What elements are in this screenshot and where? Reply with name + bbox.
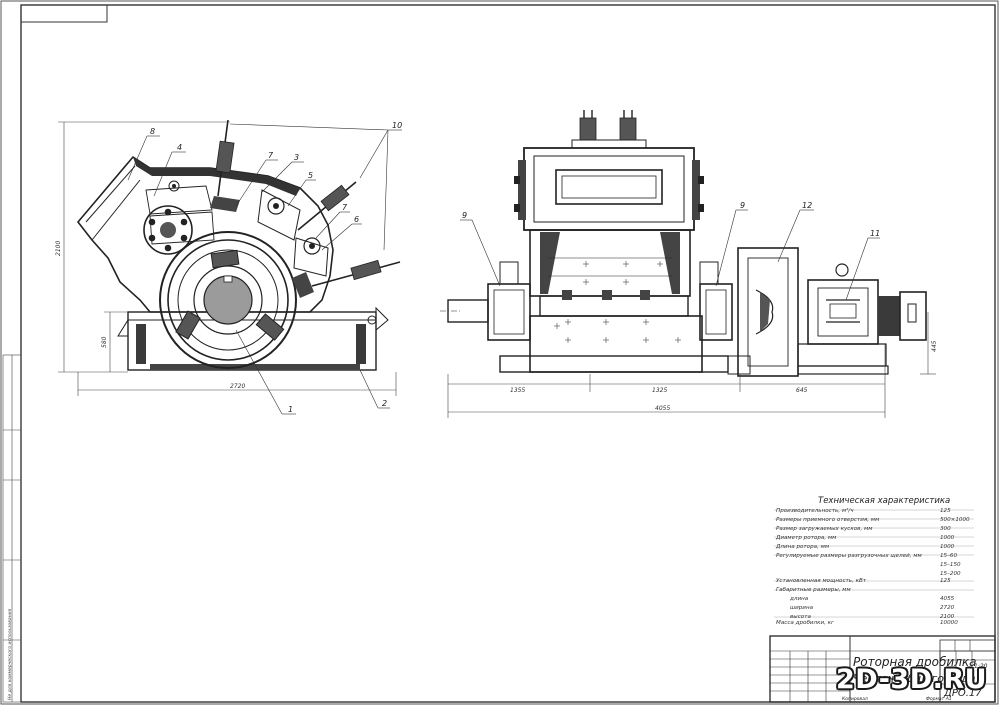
title-block-code: ДРО.17 [944, 688, 982, 699]
spec-row-value: 500×1000 [940, 517, 970, 523]
spec-row-value: 15–200 [940, 571, 961, 577]
dim-front-right: 645 [796, 387, 808, 394]
callout-6: 6 [354, 215, 359, 224]
spec-row-value: 125 [940, 578, 951, 584]
callout-12: 12 [802, 201, 812, 210]
spec-row-label: Размеры приемного отверстия, мм [776, 517, 880, 523]
title-block-grid [769, 635, 996, 703]
spec-row-value: 4055 [940, 596, 955, 602]
motor-body [807, 279, 879, 345]
spec-row-value: 1000 [940, 535, 955, 541]
spec-row-label: Масса дробилки, кг [776, 620, 834, 626]
dim-side-width: 2720 [230, 383, 245, 390]
spec-row-label: Габаритные размеры, мм [776, 587, 851, 593]
spec-row-label: высота [790, 614, 811, 620]
left-bolted-disc [143, 205, 193, 255]
callout-2: 2 [382, 399, 387, 408]
coupling-housing [737, 247, 799, 377]
front-leaders [460, 209, 880, 301]
top-left-stamp-box [20, 4, 108, 23]
spec-rule-lines [774, 509, 974, 618]
callout-5: 5 [308, 171, 313, 180]
callout-7a: 7 [268, 151, 274, 160]
spec-row-value: 125 [940, 508, 951, 514]
spec-row-label: ширина [790, 605, 814, 611]
dim-front-total: 4055 [655, 405, 670, 412]
side-strip-note: Не для коммерческого использования [8, 608, 13, 700]
spec-row-label: Производительность, м³/ч [776, 508, 854, 514]
front-dimensions [447, 312, 936, 418]
rotor-outer [159, 231, 297, 369]
front-cross-marks [554, 261, 681, 343]
rotor-shaft [203, 275, 253, 325]
spec-title: Техническая характеристика [818, 496, 951, 506]
side-base-frame [127, 311, 377, 371]
inner-frame [20, 4, 996, 703]
site-watermark: 2D-3D.RU [836, 664, 988, 695]
dim-front-left: 1355 [510, 387, 525, 394]
callout-9b: 9 [740, 201, 745, 210]
front-inspection-window [555, 169, 663, 205]
callout-8: 8 [150, 127, 155, 136]
spec-row-label: Диаметр ротора, мм [776, 535, 837, 541]
callout-9a: 9 [462, 211, 467, 220]
title-block-format: Формат А1 [926, 697, 952, 702]
front-view [440, 110, 927, 377]
spec-row-label: Установленная мощность, кВт [776, 578, 867, 584]
spec-row-value: 300 [940, 526, 951, 532]
spec-row-label: Регулируемые размеры разгрузочных щелей,… [776, 553, 922, 559]
callout-7b: 7 [342, 203, 348, 212]
dim-side-height: 2100 [55, 241, 62, 256]
side-view [76, 119, 401, 371]
spec-row-value: 1000 [940, 544, 955, 550]
spec-row-value: 15–60 [940, 553, 958, 559]
callout-3: 3 [294, 153, 299, 162]
title-block-scale: 1:20 [974, 663, 988, 670]
spec-row-value: 2100 [940, 614, 955, 620]
callout-11: 11 [870, 229, 880, 238]
spec-row-label: длина [790, 596, 809, 602]
spec-row-label: Размер загружаемых кусков, мм [776, 526, 873, 532]
side-leaders [127, 123, 402, 415]
left-side-strip [2, 354, 22, 703]
title-block-subtitle: Чертеж общего вида [853, 672, 976, 685]
spec-row-label: Длина ротора, мм [776, 544, 830, 550]
title-block-name: Роторная дробилка [853, 655, 977, 669]
dim-front-mid: 1325 [652, 387, 667, 394]
callout-4: 4 [177, 143, 182, 152]
right-bearing [699, 283, 733, 341]
front-base [499, 355, 729, 373]
spec-row-value: 2720 [940, 605, 955, 611]
spec-row-value: 10000 [940, 620, 958, 626]
spec-row-value: 15–150 [940, 562, 961, 568]
dim-side-base: 580 [101, 336, 108, 348]
callout-1: 1 [288, 405, 293, 414]
dim-front-height: 445 [931, 340, 938, 352]
callout-10: 10 [392, 121, 402, 130]
title-block-copied: Копировал [842, 697, 868, 702]
front-lower-housing [529, 315, 703, 373]
side-dimensions [58, 121, 397, 396]
front-upper-housing [523, 147, 695, 231]
